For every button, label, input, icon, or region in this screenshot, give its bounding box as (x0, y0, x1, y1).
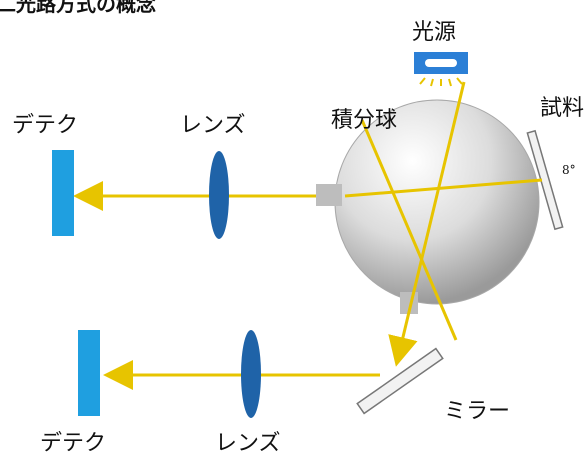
diagram-title: 二光路方式の概念 (0, 0, 156, 16)
angle-label: 8° (562, 163, 576, 177)
sphere-port-left (316, 184, 342, 206)
lens-top-label: レンズ (180, 113, 246, 138)
sample-label: 試料 (540, 96, 585, 121)
integrating-sphere-label: 積分球 (331, 108, 398, 133)
lens-bottom-label: レンズ (215, 431, 281, 456)
mirror-label: ミラー (444, 399, 511, 424)
detector-bottom (78, 330, 100, 416)
light-source-label: 光源 (412, 20, 457, 45)
beam-sample-to-sphere (344, 178, 543, 198)
beam-sphere-cross (360, 119, 458, 341)
mirror (356, 347, 444, 415)
lens-top (209, 151, 229, 239)
detector-top-label: デテク (12, 113, 79, 138)
detector-bottom-label: デテク (40, 431, 107, 456)
light-source-icon (414, 52, 468, 87)
detector-top (52, 150, 74, 236)
lens-bottom (241, 330, 261, 418)
beam-source-to-mirror (388, 81, 466, 367)
